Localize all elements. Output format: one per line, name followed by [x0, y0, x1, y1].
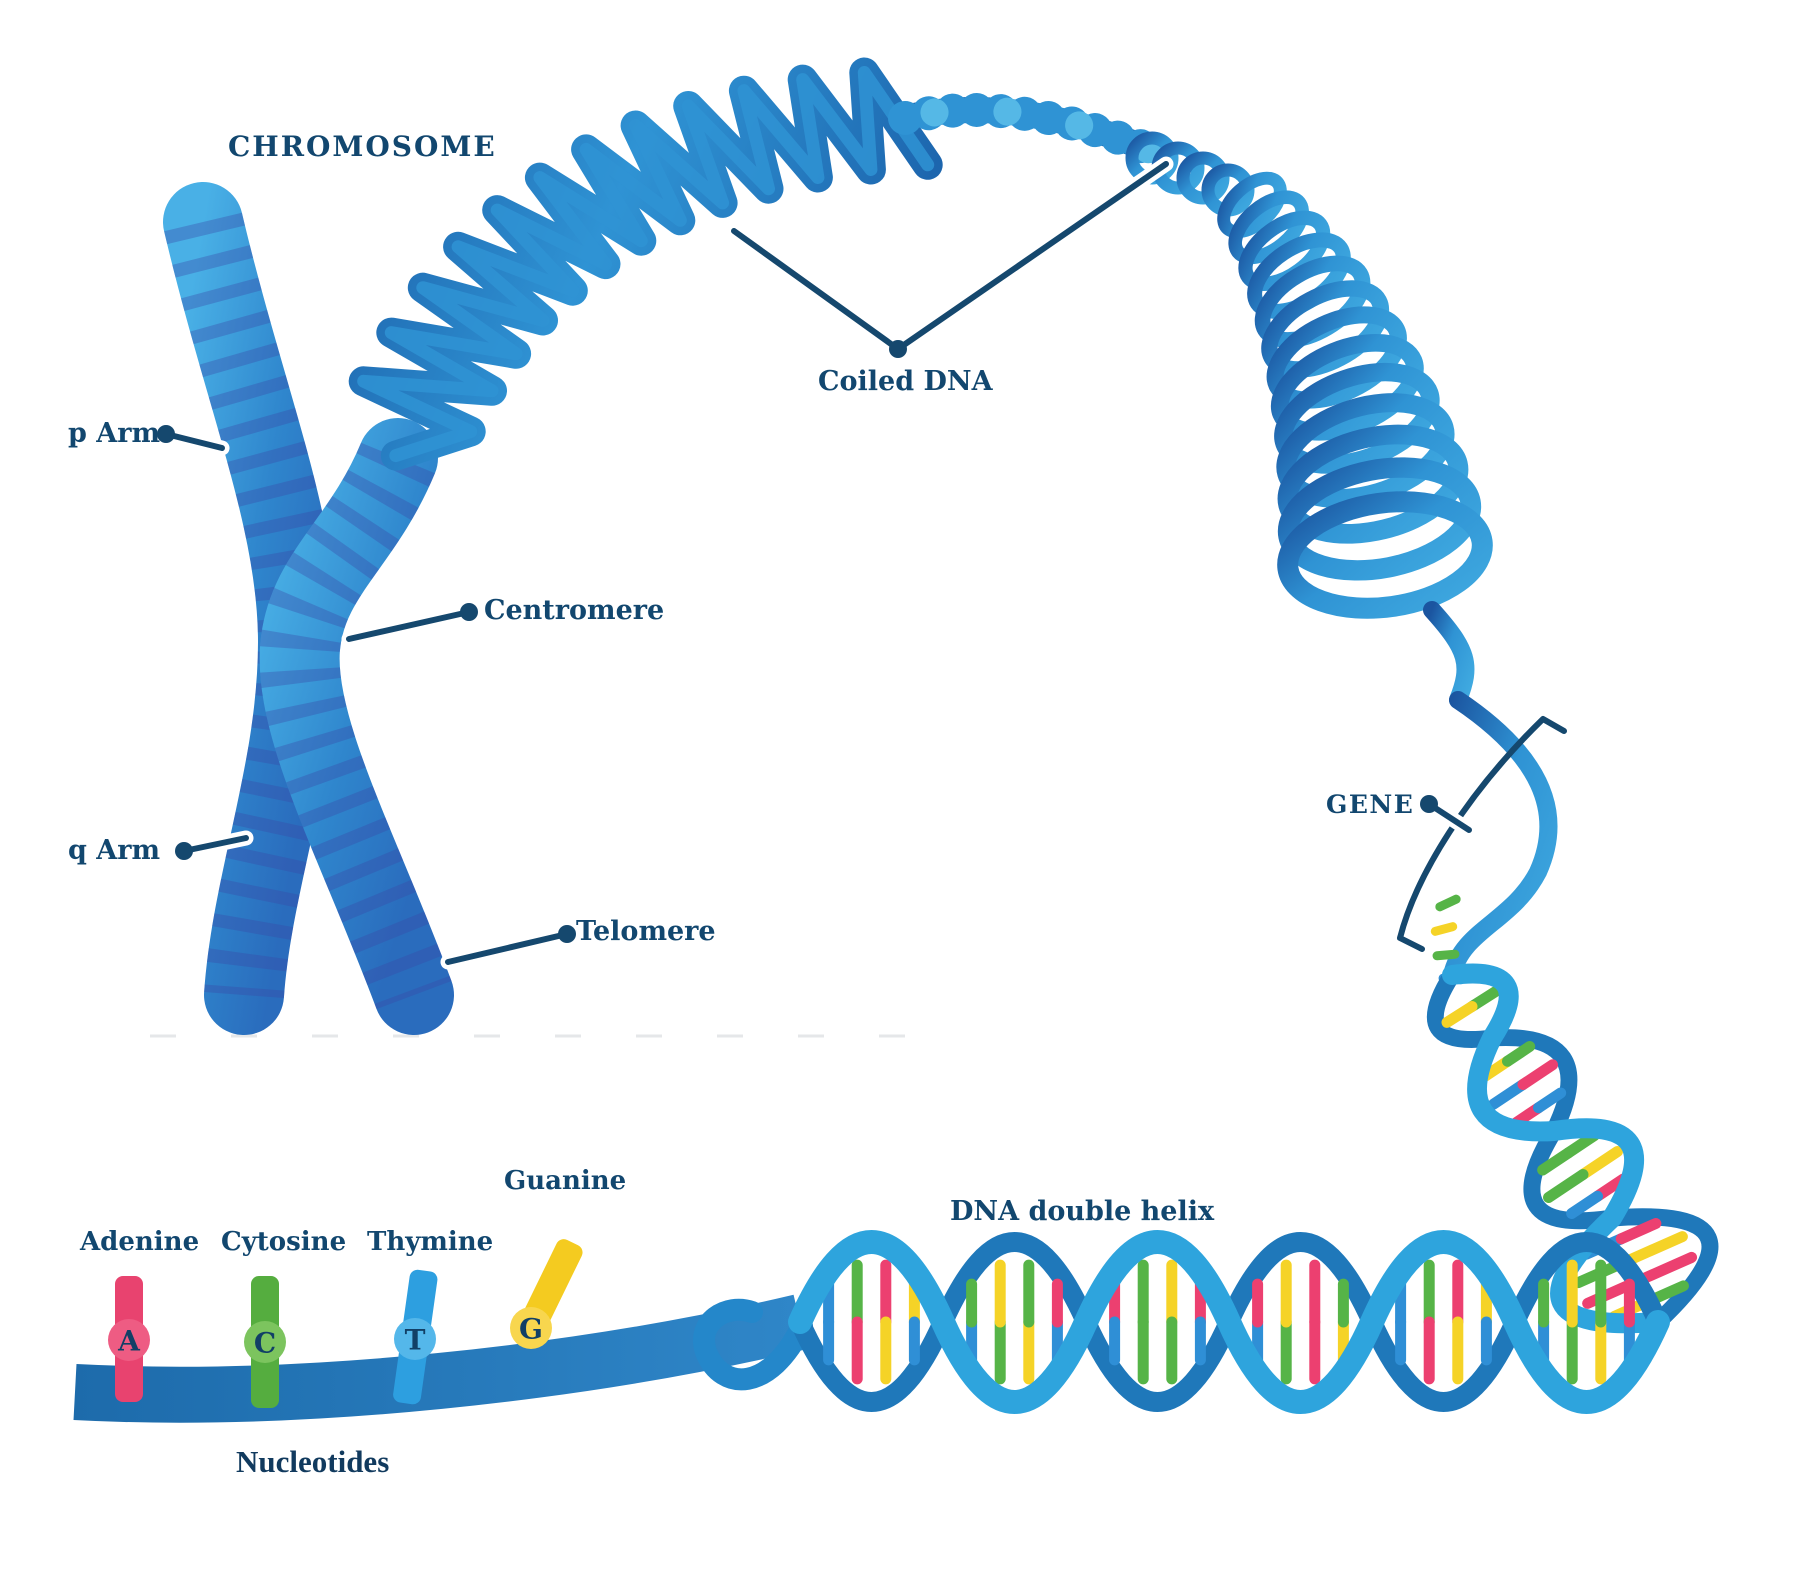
chromosome-illustration: [163, 182, 454, 1035]
svg-text:C: C: [254, 1327, 276, 1360]
thymine-label: Thymine: [367, 1227, 494, 1257]
coiled-dna-spring-illustration: [1217, 171, 1493, 709]
guanine-label: Guanine: [504, 1166, 627, 1196]
callout-pointers: [157, 156, 1477, 970]
q-arm-label: q Arm: [68, 835, 161, 866]
coiled-dna-label: Coiled DNA: [818, 366, 993, 397]
telomere-label: Telomere: [576, 916, 716, 947]
nucleotides-caption: Nucleotides: [236, 1444, 390, 1479]
centromere-label: Centromere: [484, 595, 665, 626]
chromatin-fiber-illustration: [348, 57, 1255, 471]
svg-text:T: T: [405, 1324, 426, 1357]
dna-double-helix-label: DNA double helix: [950, 1196, 1215, 1227]
p-arm-label: p Arm: [68, 418, 161, 449]
cytosine-label: Cytosine: [221, 1227, 347, 1257]
gene-label: GENE: [1326, 790, 1415, 819]
adenine-label: Adenine: [80, 1227, 200, 1257]
gene-strand-illustration: [1397, 691, 1567, 985]
svg-text:A: A: [117, 1325, 141, 1358]
svg-text:G: G: [519, 1313, 543, 1346]
diagram-title: CHROMOSOME: [228, 130, 497, 163]
dna-double-helix-illustration: [73, 1230, 1670, 1423]
